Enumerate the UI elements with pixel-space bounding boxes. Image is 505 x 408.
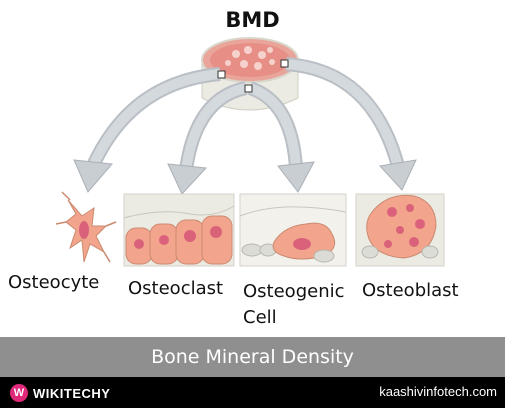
osteogenic-cell-illustration	[239, 193, 347, 267]
selection-handle	[244, 84, 253, 93]
banner-caption: Bone Mineral Density	[0, 337, 505, 377]
arrow-to-osteoblast	[285, 57, 417, 191]
brand-name: WIKITECHY	[33, 385, 111, 401]
osteogenic-cell-label: Osteogenic Cell	[243, 281, 345, 328]
osteoclast-label: Osteoclast	[128, 278, 224, 299]
selection-handle	[280, 59, 289, 68]
diagram-title: BMD	[225, 8, 280, 32]
osteocyte-label: Osteocyte	[8, 272, 100, 293]
footer-bar: W WIKITECHY kaashivinfotech.com	[0, 377, 505, 408]
site-link[interactable]: kaashivinfotech.com	[379, 384, 497, 399]
osteoblast-label: Osteoblast	[362, 280, 459, 301]
arrow-to-osteoclast	[167, 81, 248, 195]
selection-handle	[217, 70, 226, 79]
osteoclast-illustration	[123, 193, 235, 267]
osteocyte-illustration	[55, 191, 117, 263]
arrow-to-osteogenic-cell	[247, 81, 315, 193]
brand[interactable]: W WIKITECHY	[10, 383, 110, 403]
wikitechy-logo-icon: W	[10, 384, 28, 402]
osteoblast-illustration	[355, 193, 445, 267]
arrow-to-osteocyte	[73, 67, 221, 193]
diagram-graphic	[55, 37, 445, 267]
